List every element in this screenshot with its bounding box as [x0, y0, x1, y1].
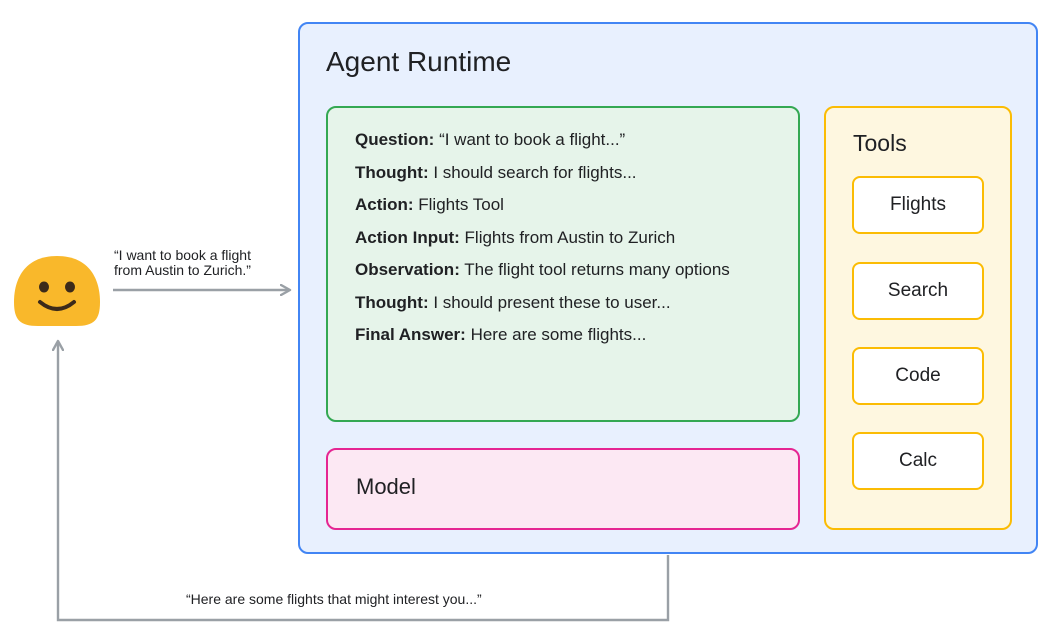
request-caption: “I want to book a flight from Austin to …	[114, 248, 251, 278]
smiley-face-icon	[14, 256, 100, 326]
agent-runtime-title: Agent Runtime	[326, 46, 512, 77]
response-caption: “Here are some flights that might intere…	[186, 591, 482, 607]
tool-search-button[interactable]: Search	[852, 262, 984, 320]
trace-line-action-input: Action Input: Flights from Austin to Zur…	[355, 227, 676, 247]
tool-calc-button[interactable]: Calc	[852, 432, 984, 490]
model-box	[326, 448, 800, 530]
tool-code-button[interactable]: Code	[852, 347, 984, 405]
trace-line-question: Question: “I want to book a flight...”	[355, 130, 626, 149]
trace-line-observation: Observation: The flight tool returns man…	[355, 260, 730, 279]
trace-line-action: Action: Flights Tool	[355, 195, 504, 214]
tool-flights-button[interactable]: Flights	[852, 176, 984, 234]
model-label: Model	[356, 474, 416, 499]
trace-line-final-answer: Final Answer: Here are some flights...	[355, 325, 647, 344]
trace-line-thought: Thought: I should search for flights...	[355, 162, 637, 182]
request-caption-line-2: from Austin to Zurich.”	[114, 262, 251, 278]
tools-title: Tools	[853, 130, 907, 156]
reasoning-trace-lines: Question: “I want to book a flight...” T…	[355, 126, 795, 354]
trace-line-thought-2: Thought: I should present these to user.…	[355, 292, 671, 312]
request-caption-line-1: “I want to book a flight	[114, 247, 251, 263]
reasoning-trace-box	[326, 106, 800, 422]
